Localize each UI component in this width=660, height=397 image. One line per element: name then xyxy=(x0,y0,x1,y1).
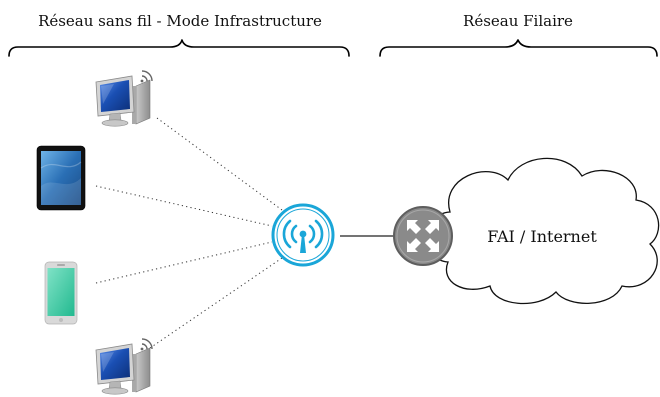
smartphone-icon xyxy=(44,261,78,325)
link-desktop-top xyxy=(156,117,283,211)
desktop-wifi-icon xyxy=(95,70,153,127)
link-tablet xyxy=(95,185,273,227)
internet-cloud: FAI / Internet xyxy=(426,157,660,305)
router-icon xyxy=(393,206,453,266)
wireless-brace xyxy=(8,39,350,57)
wired-brace xyxy=(379,39,658,57)
link-desktop-bottom xyxy=(149,257,283,349)
wifi-access-point-icon xyxy=(271,203,335,267)
wireless-section-label: Réseau sans fil - Mode Infrastructure xyxy=(38,12,322,30)
desktop-wifi-icon xyxy=(95,338,153,395)
cloud-label: FAI / Internet xyxy=(487,227,597,246)
link-smartphone xyxy=(95,241,273,284)
tablet-icon xyxy=(36,145,86,211)
wired-section-label: Réseau Filaire xyxy=(463,12,573,30)
